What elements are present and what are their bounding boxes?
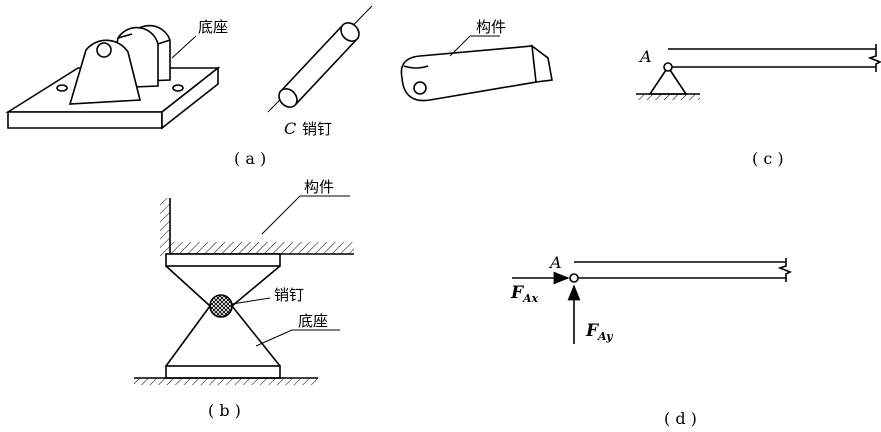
- member-label: 构件: [476, 18, 506, 36]
- point-label-d: A: [548, 253, 562, 272]
- support-lugs: [68, 24, 171, 105]
- point-label-c: A: [638, 47, 652, 66]
- base-leader: [171, 35, 197, 59]
- force-ax-sub: Ax: [522, 292, 539, 305]
- panel-c: A ( c ): [636, 44, 881, 168]
- panel-b: 构件 销钉 底座 ( b ): [134, 178, 354, 420]
- member-leader: [449, 35, 471, 57]
- pin-label: 销钉: [302, 120, 332, 138]
- caption-c: ( c ): [752, 149, 784, 168]
- member-label-b: 构件: [304, 178, 334, 196]
- force-ay-sub: Ay: [597, 330, 614, 343]
- caption-b: ( b ): [208, 401, 241, 420]
- base-leader-b: [255, 329, 293, 347]
- upper-lug: [165, 253, 281, 307]
- caption-d: ( d ): [664, 409, 697, 428]
- pin-label-b: 销钉: [274, 286, 304, 304]
- panel-a: 底座 C 销钉 构件 ( a ): [5, 5, 553, 168]
- base-label: 底座: [198, 18, 228, 36]
- caption-a: ( a ): [234, 149, 266, 168]
- force-ax-main: F: [510, 283, 525, 303]
- upper-member: [160, 198, 354, 256]
- panel-d: A F Ax F Ay ( d ): [510, 253, 792, 428]
- pin-letter: C: [284, 119, 296, 138]
- beam-c: [668, 44, 881, 72]
- base-label-b: 底座: [298, 312, 328, 330]
- member: [400, 44, 553, 102]
- pin-leader-b: [231, 297, 271, 305]
- member-leader-b: [261, 195, 301, 235]
- beam-d: [569, 258, 792, 283]
- pin-support-c: [636, 62, 700, 100]
- pin: [267, 5, 373, 113]
- force-ay-main: F: [585, 321, 600, 341]
- pin-b: [209, 294, 233, 318]
- ground-b: [134, 377, 318, 385]
